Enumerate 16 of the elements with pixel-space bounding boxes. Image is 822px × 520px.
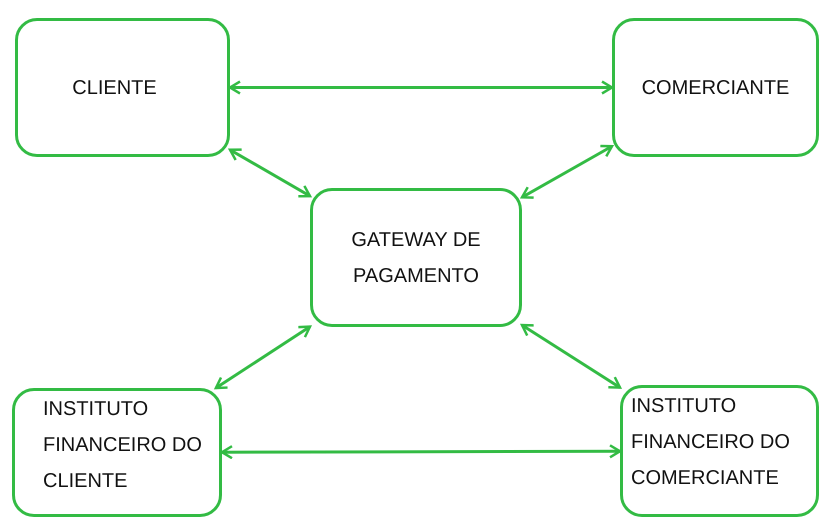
process-box	[612, 18, 819, 157]
process-box	[12, 388, 222, 517]
process-box	[310, 188, 522, 327]
double-arrow	[520, 144, 614, 199]
double-arrow	[520, 324, 622, 389]
node-label: COMERCIANTE	[642, 76, 790, 100]
process-box	[620, 385, 819, 517]
node-label: CLIENTE	[72, 76, 157, 100]
double-arrow	[228, 80, 614, 95]
node-label: INSTITUTO FINANCEIRO DO CLIENTE	[43, 397, 203, 494]
process-box	[15, 18, 230, 157]
node-label: GATEWAY DE PAGAMENTO	[350, 228, 482, 288]
node-label: INSTITUTO FINANCEIRO DO COMERCIANTE	[631, 394, 791, 491]
double-arrow	[214, 325, 312, 390]
double-arrow	[228, 148, 312, 198]
double-arrow	[220, 444, 622, 460]
